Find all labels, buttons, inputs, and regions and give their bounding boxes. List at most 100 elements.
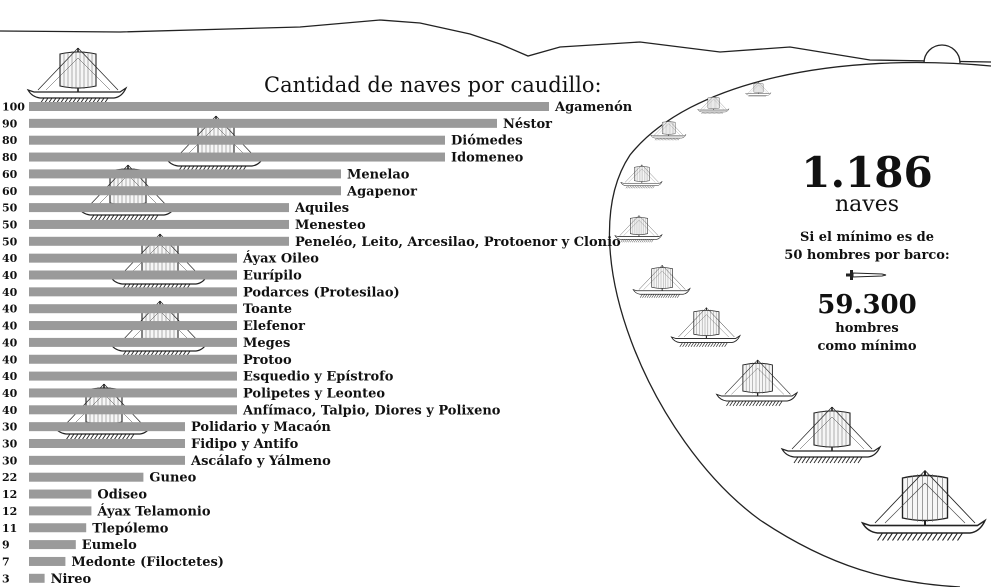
value-label: 40 (2, 387, 18, 400)
category-label: Tlepólemo (92, 521, 169, 536)
category-label: Anfímaco, Talpio, Diores y Polixeno (242, 403, 501, 418)
value-label: 12 (2, 488, 17, 501)
category-label: Agamenón (554, 100, 633, 115)
category-label: Eumelo (82, 538, 137, 553)
category-label: Esquedio y Epístrofo (243, 370, 394, 385)
category-label: Polidario y Macaón (191, 420, 331, 435)
value-label: 40 (2, 370, 18, 383)
bar (29, 321, 237, 331)
bar (29, 219, 289, 229)
bar (29, 152, 445, 162)
value-label: 40 (2, 252, 18, 265)
category-label: Ascálafo y Yálmeno (190, 454, 331, 469)
value-label: 60 (2, 185, 18, 198)
category-label: Polipetes y Leonteo (243, 386, 385, 401)
total-ships-unit: naves (835, 192, 899, 217)
value-label: 11 (2, 522, 17, 535)
category-label: Nireo (51, 572, 92, 587)
note-line-2: 50 hombres por barco: (784, 248, 949, 263)
total-ships-number: 1.186 (801, 148, 933, 197)
bar (29, 405, 237, 415)
bar (29, 489, 92, 499)
value-label: 100 (2, 101, 25, 114)
value-label: 40 (2, 286, 18, 299)
value-label: 60 (2, 168, 18, 181)
bar (29, 556, 66, 566)
bar (29, 304, 237, 314)
bar (29, 354, 237, 364)
value-label: 22 (2, 471, 17, 484)
note-line-1: Si el mínimo es de (800, 230, 934, 245)
value-label: 30 (2, 438, 18, 451)
horizon-line (0, 19, 991, 63)
bar (29, 472, 144, 482)
bar (29, 523, 87, 533)
category-label: Néstor (503, 117, 552, 132)
category-label: Odiseo (97, 488, 147, 503)
value-label: 30 (2, 454, 18, 467)
category-label: Agapenor (346, 184, 417, 199)
value-label: 12 (2, 505, 17, 518)
bar (29, 270, 237, 280)
bar (29, 371, 237, 381)
bar (29, 422, 185, 432)
bar (29, 102, 549, 111)
men-number: 59.300 (817, 290, 917, 320)
bar (29, 169, 341, 179)
bar (29, 186, 341, 196)
men-line-2: como mínimo (817, 339, 916, 354)
value-label: 80 (2, 151, 18, 164)
value-label: 50 (2, 202, 18, 215)
category-label: Idomeneo (451, 151, 524, 166)
bar (29, 253, 237, 263)
bar (29, 573, 45, 583)
bar (29, 540, 76, 550)
value-label: 40 (2, 303, 18, 316)
sun-icon (923, 44, 961, 64)
category-label: Áyax Oileo (242, 251, 319, 267)
men-line-1: hombres (835, 321, 898, 336)
value-label: 30 (2, 421, 18, 434)
value-label: 9 (2, 539, 10, 552)
category-label: Eurípilo (243, 269, 302, 284)
bar (29, 388, 237, 398)
category-label: Menelao (347, 167, 410, 182)
category-label: Menesteo (295, 218, 366, 233)
category-label: Aquiles (294, 201, 349, 216)
bar (29, 455, 185, 465)
category-label: Áyax Telamonio (96, 503, 210, 519)
category-label: Protoo (243, 353, 292, 368)
value-label: 40 (2, 269, 18, 282)
bar (29, 118, 497, 128)
chart-title: Cantidad de naves por caudillo: (264, 73, 602, 97)
value-label: 80 (2, 134, 18, 147)
value-label: 90 (2, 117, 18, 130)
category-label: Toante (243, 302, 292, 317)
value-label: 40 (2, 320, 18, 333)
bar (29, 135, 445, 145)
category-label: Meges (243, 336, 290, 351)
value-label: 40 (2, 404, 18, 417)
category-label: Diómedes (451, 134, 523, 149)
bar (29, 236, 289, 246)
value-label: 50 (2, 235, 18, 248)
bar (29, 337, 237, 347)
bar (29, 506, 92, 516)
value-label: 40 (2, 353, 18, 366)
value-label: 7 (2, 555, 10, 568)
value-label: 50 (2, 218, 18, 231)
sword-icon (846, 270, 887, 280)
summary-panel (608, 61, 991, 587)
category-label: Elefenor (243, 319, 305, 334)
category-label: Guneo (149, 471, 196, 486)
category-label: Medonte (Filoctetes) (71, 555, 224, 570)
category-label: Podarces (Protesilao) (243, 285, 400, 300)
category-label: Fidipo y Antifo (191, 437, 299, 452)
bar (29, 203, 289, 213)
category-label: Peneléo, Leito, Arcesilao, Protoenor y C… (295, 235, 621, 250)
bar (29, 439, 185, 448)
value-label: 40 (2, 336, 18, 349)
bar (29, 287, 237, 297)
